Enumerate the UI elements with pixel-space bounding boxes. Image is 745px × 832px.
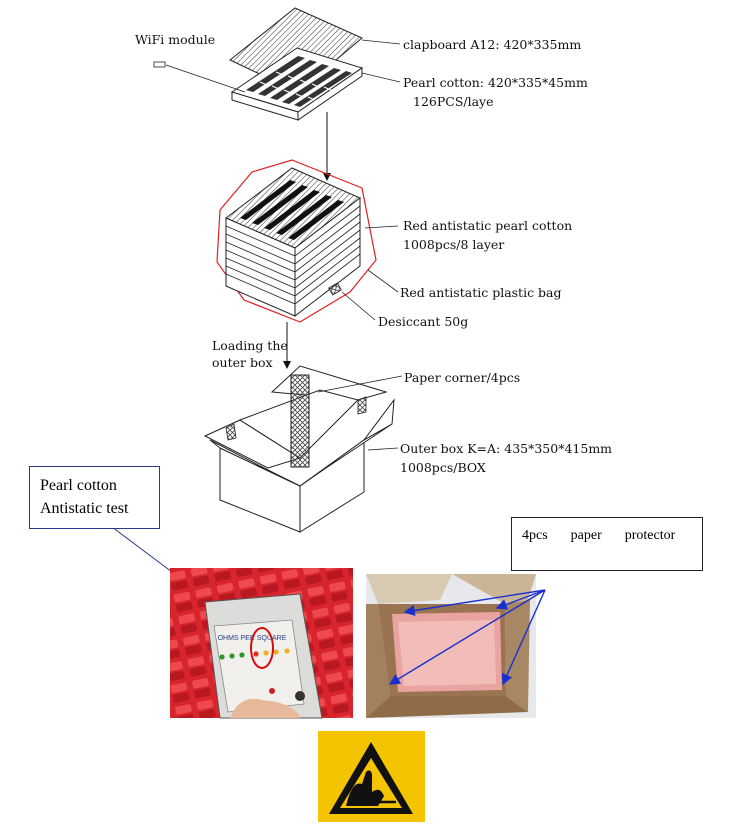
leader-line bbox=[361, 39, 401, 45]
loading-label-2: outer box bbox=[212, 355, 273, 370]
callout-line-1: Pearl cotton bbox=[40, 477, 117, 494]
outer-box bbox=[203, 365, 395, 533]
antistatic-test-callout: Pearl cotton Antistatic test bbox=[29, 466, 160, 529]
esd-warning-icon bbox=[318, 731, 425, 822]
callout-connector bbox=[111, 526, 177, 576]
paper-protector-callout: 4pcs paper protector bbox=[511, 517, 703, 571]
desiccant-label: Desiccant 50g bbox=[378, 314, 469, 329]
paper-protector-photo bbox=[366, 574, 546, 718]
layer-stack bbox=[225, 167, 361, 318]
red-bag-label: Red antistatic plastic bag bbox=[400, 285, 562, 300]
antistatic-test-photo: OHMS PER SQUARE bbox=[170, 568, 353, 719]
loading-label-1: Loading the bbox=[212, 338, 288, 353]
paper-corner bbox=[290, 374, 310, 468]
protector-label: 4pcs paper protector bbox=[522, 528, 676, 543]
red-antistatic-bag bbox=[216, 159, 377, 323]
clapboard-label: clapboard A12: 420*335mm bbox=[403, 37, 582, 52]
meter-highlight bbox=[250, 627, 274, 669]
pearl-cotton-label: Pearl cotton: 420*335*45mm bbox=[403, 75, 588, 90]
red-pearl-cotton-count: 1008pcs/8 layer bbox=[403, 237, 505, 252]
paper-corner-label: Paper corner/4pcs bbox=[404, 370, 521, 385]
outer-box-label: Outer box K=A: 435*350*415mm bbox=[400, 441, 613, 456]
pearl-cotton-count: 126PCS/laye bbox=[413, 94, 494, 109]
callout-line-2: Antistatic test bbox=[40, 500, 129, 517]
desiccant-pack bbox=[328, 282, 342, 296]
outer-box-count: 1008pcs/BOX bbox=[400, 460, 486, 475]
red-pearl-cotton-label: Red antistatic pearl cotton bbox=[403, 218, 573, 233]
wifi-module-label: WiFi module bbox=[135, 32, 216, 47]
pearl-cotton-tray bbox=[230, 47, 364, 121]
leader-line bbox=[361, 72, 401, 83]
wifi-module-part bbox=[153, 61, 246, 93]
finger bbox=[230, 698, 300, 718]
